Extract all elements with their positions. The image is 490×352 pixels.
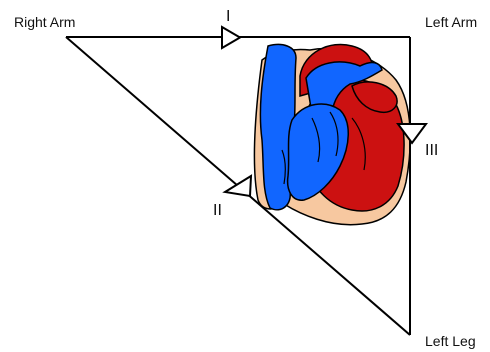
lead-2-label: II (213, 203, 222, 219)
lead-3-label: III (425, 143, 438, 159)
right-arm-label: Right Arm (14, 14, 75, 30)
left-arm-label: Left Arm (425, 14, 477, 30)
lead-1-arrow-icon (222, 27, 240, 48)
lead-1-label: I (226, 9, 230, 25)
left-leg-label: Left Leg (425, 333, 476, 349)
heart-illustration (255, 44, 411, 224)
